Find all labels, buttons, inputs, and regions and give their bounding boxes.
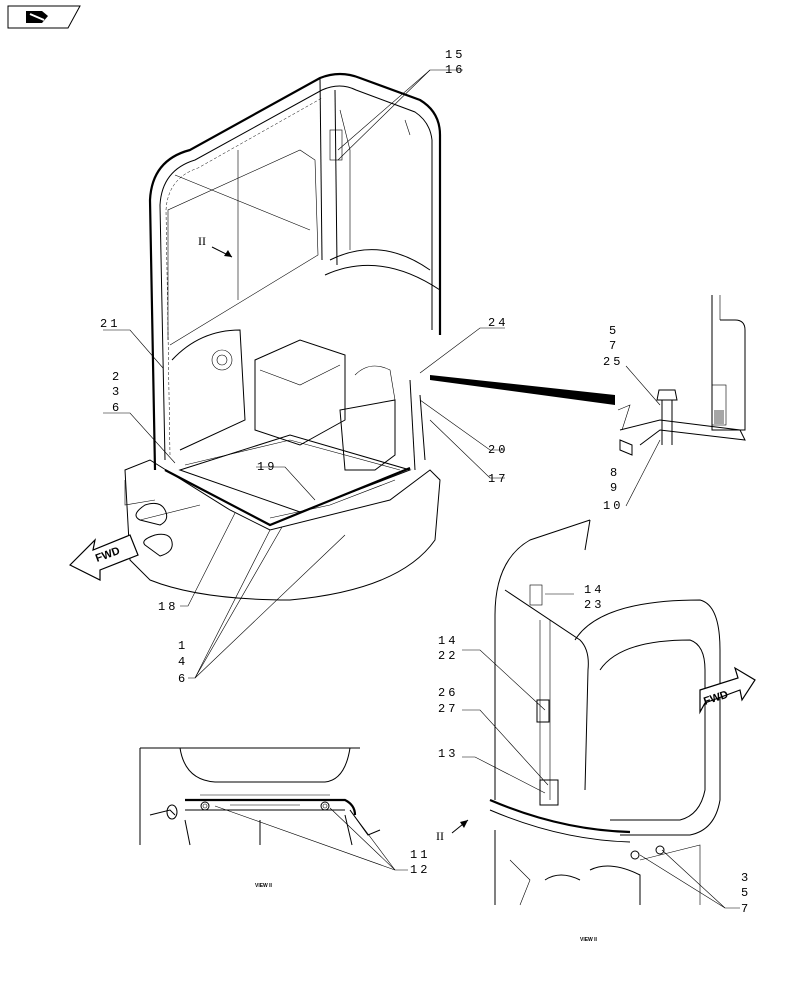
- bracket-detail-drawing: [430, 295, 746, 456]
- callout-9: 9: [610, 481, 620, 495]
- callout-14a: 14: [584, 583, 604, 597]
- view-marker-bottom: II: [436, 829, 444, 843]
- callout-19: 19: [257, 460, 277, 474]
- view-marker-top: II: [198, 234, 206, 248]
- callout-4: 4: [178, 655, 188, 669]
- callout-10: 10: [603, 499, 623, 513]
- view-ii-left-drawing: [139, 747, 381, 846]
- callout-23: 23: [584, 598, 604, 612]
- callout-21: 21: [100, 317, 120, 331]
- callout-25: 25: [603, 355, 623, 369]
- callout-3b: 3: [741, 871, 751, 885]
- callout-5a: 5: [609, 324, 619, 338]
- callout-16: 16: [445, 63, 465, 77]
- callout-15: 15: [445, 48, 465, 62]
- view-label-right: VIEW II: [580, 937, 598, 943]
- callout-5b: 5: [741, 886, 751, 900]
- leader-lines: [103, 69, 740, 909]
- callout-6a: 6: [112, 401, 122, 415]
- callout-2a: 2: [112, 370, 122, 384]
- callout-7a: 7: [609, 339, 619, 353]
- callout-26: 26: [438, 686, 458, 700]
- view-label-left: VIEW II: [255, 883, 273, 889]
- cab-assembly-drawing: [124, 72, 442, 601]
- callout-13: 13: [438, 747, 458, 761]
- callout-3a: 3: [112, 385, 122, 399]
- callout-14b: 14: [438, 634, 458, 648]
- callout-20: 20: [488, 443, 508, 457]
- fwd-arrow-right: FWD: [699, 666, 756, 715]
- callout-12: 12: [410, 863, 430, 877]
- callout-27: 27: [438, 702, 458, 716]
- callout-labels: 15 16 21 2 3 6 24 5 7 25 20 17 19 8 9 10…: [100, 48, 751, 916]
- callout-18: 18: [158, 600, 178, 614]
- callout-17: 17: [488, 472, 508, 486]
- fwd-arrow-left: FWD: [68, 534, 139, 581]
- callout-1: 1: [178, 639, 188, 653]
- callout-24: 24: [488, 316, 508, 330]
- callout-6b: 6: [178, 672, 188, 686]
- callout-7b: 7: [741, 902, 751, 916]
- callout-8: 8: [610, 466, 620, 480]
- callout-22: 22: [438, 649, 458, 663]
- callout-11: 11: [410, 848, 430, 862]
- view-ii-right-drawing: [489, 519, 721, 906]
- back-arrow-icon[interactable]: [7, 5, 81, 29]
